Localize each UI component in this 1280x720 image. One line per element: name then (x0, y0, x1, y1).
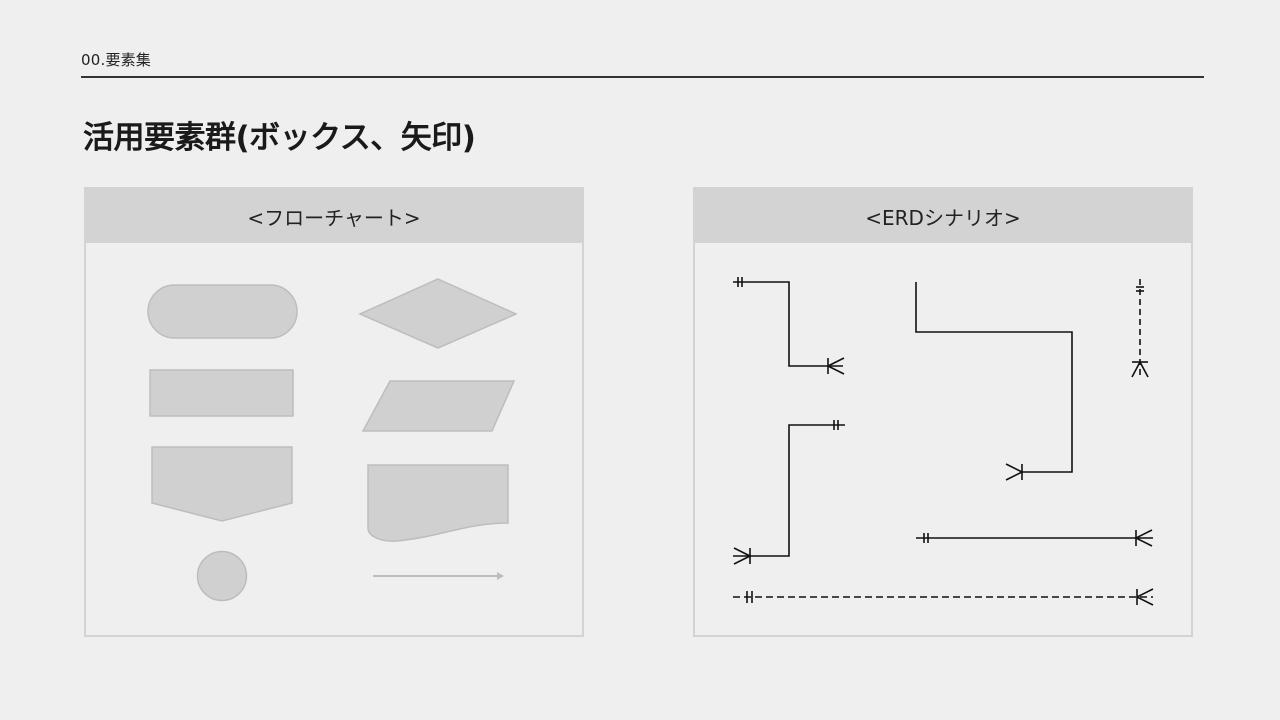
erd-connector-one-to-many-elbow[interactable] (733, 277, 845, 375)
decision-shape[interactable] (358, 278, 518, 349)
erd-panel: <ERDシナリオ> (693, 187, 1193, 637)
erd-connectors (733, 277, 1154, 606)
terminator-shape[interactable] (147, 284, 298, 339)
flow-arrow[interactable] (373, 572, 504, 580)
erd-connector-horizontal-dashed[interactable] (733, 588, 1154, 606)
process-shape[interactable] (149, 369, 294, 417)
data-shape[interactable] (361, 380, 516, 432)
flowchart-shapes-area (86, 243, 582, 635)
flowchart-panel: <フローチャート> (84, 187, 584, 637)
erd-connector-vertical-dashed[interactable] (1131, 279, 1149, 378)
flowchart-shapes (147, 278, 518, 602)
erd-connector-many-elbow-long[interactable] (915, 282, 1073, 481)
erd-panel-title: <ERDシナリオ> (695, 189, 1191, 243)
page-title: 活用要素群(ボックス、矢印) (83, 120, 476, 156)
erd-connector-horizontal-solid[interactable] (916, 529, 1153, 547)
section-label: 00.要素集 (81, 51, 152, 69)
document-shape[interactable] (367, 464, 509, 542)
connector-shape[interactable] (196, 550, 248, 602)
erd-connector-many-to-one-elbow[interactable] (733, 420, 845, 565)
flowchart-panel-title: <フローチャート> (86, 189, 582, 243)
erd-connectors-area (695, 243, 1191, 635)
off-page-connector-shape[interactable] (151, 446, 293, 522)
header-divider (81, 76, 1204, 78)
